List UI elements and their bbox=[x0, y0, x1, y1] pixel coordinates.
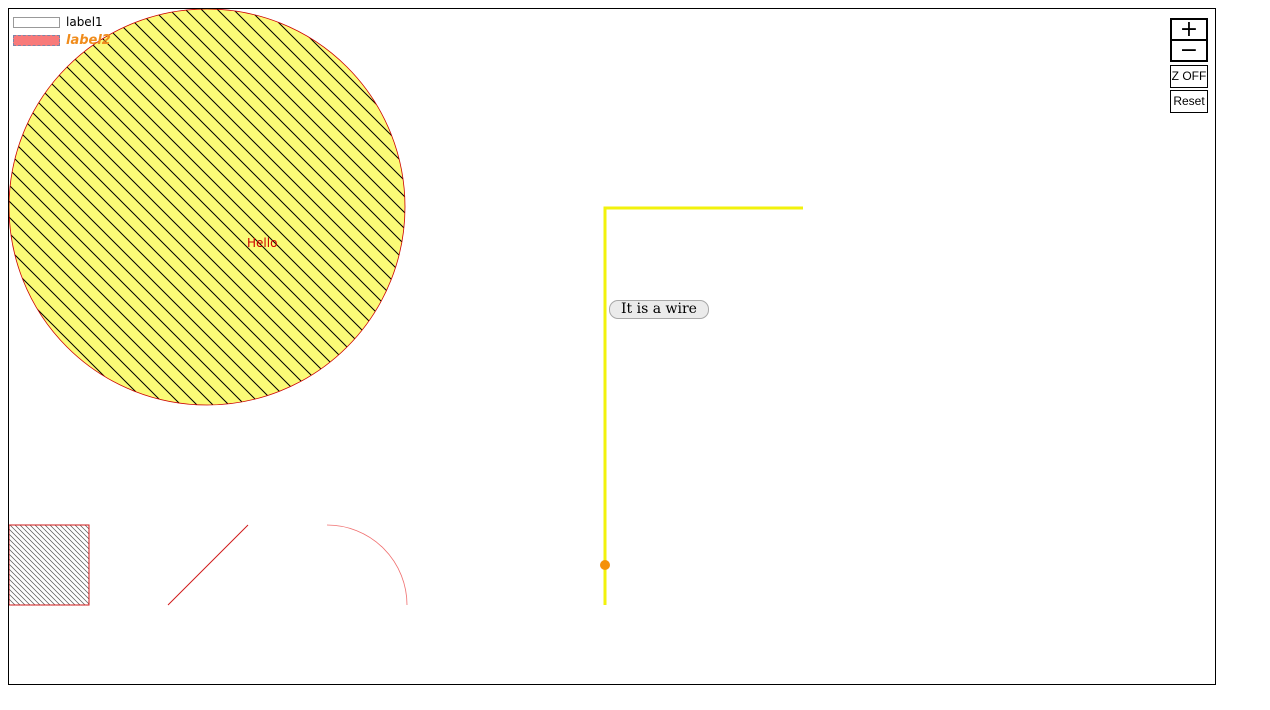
plus-icon: + bbox=[1179, 17, 1199, 42]
minus-icon: − bbox=[1179, 38, 1199, 63]
circle-outline bbox=[9, 9, 406, 406]
hatched-circle[interactable]: Hello bbox=[9, 9, 406, 406]
wire-label: It is a wire bbox=[609, 300, 709, 319]
zoom-divider bbox=[1172, 39, 1206, 41]
circle-hatching bbox=[9, 9, 405, 405]
legend-swatch-label1 bbox=[13, 16, 60, 28]
legend: label1 label2 bbox=[13, 13, 111, 49]
legend-label: label2 bbox=[66, 32, 111, 48]
legend-swatch-label2 bbox=[13, 34, 60, 46]
circle-text: Hello bbox=[247, 236, 277, 250]
reset-button[interactable]: Reset bbox=[1170, 90, 1208, 113]
zoom-in-button[interactable]: + bbox=[1172, 17, 1206, 42]
z-toggle-button[interactable]: Z OFF bbox=[1170, 65, 1208, 88]
legend-item[interactable]: label2 bbox=[13, 31, 111, 49]
wire[interactable] bbox=[600, 206, 803, 605]
legend-item[interactable]: label1 bbox=[13, 13, 111, 31]
zoom-control: + − bbox=[1170, 18, 1208, 62]
diagram-canvas[interactable]: Hello It is a wire label1 label2 bbox=[8, 8, 1216, 685]
legend-label: label1 bbox=[66, 15, 103, 29]
square-hatching bbox=[9, 525, 89, 605]
square-outline bbox=[9, 524, 90, 606]
zoom-out-button[interactable]: − bbox=[1172, 38, 1206, 63]
hatched-square[interactable] bbox=[9, 524, 90, 606]
quarter-arc[interactable] bbox=[326, 524, 408, 606]
diagonal-line[interactable] bbox=[167, 524, 249, 606]
wire-path bbox=[603, 206, 803, 605]
map-controls: + − Z OFF Reset bbox=[1170, 18, 1208, 113]
wire-junction-dot[interactable] bbox=[600, 560, 610, 570]
diagram-scene: Hello bbox=[9, 9, 803, 606]
